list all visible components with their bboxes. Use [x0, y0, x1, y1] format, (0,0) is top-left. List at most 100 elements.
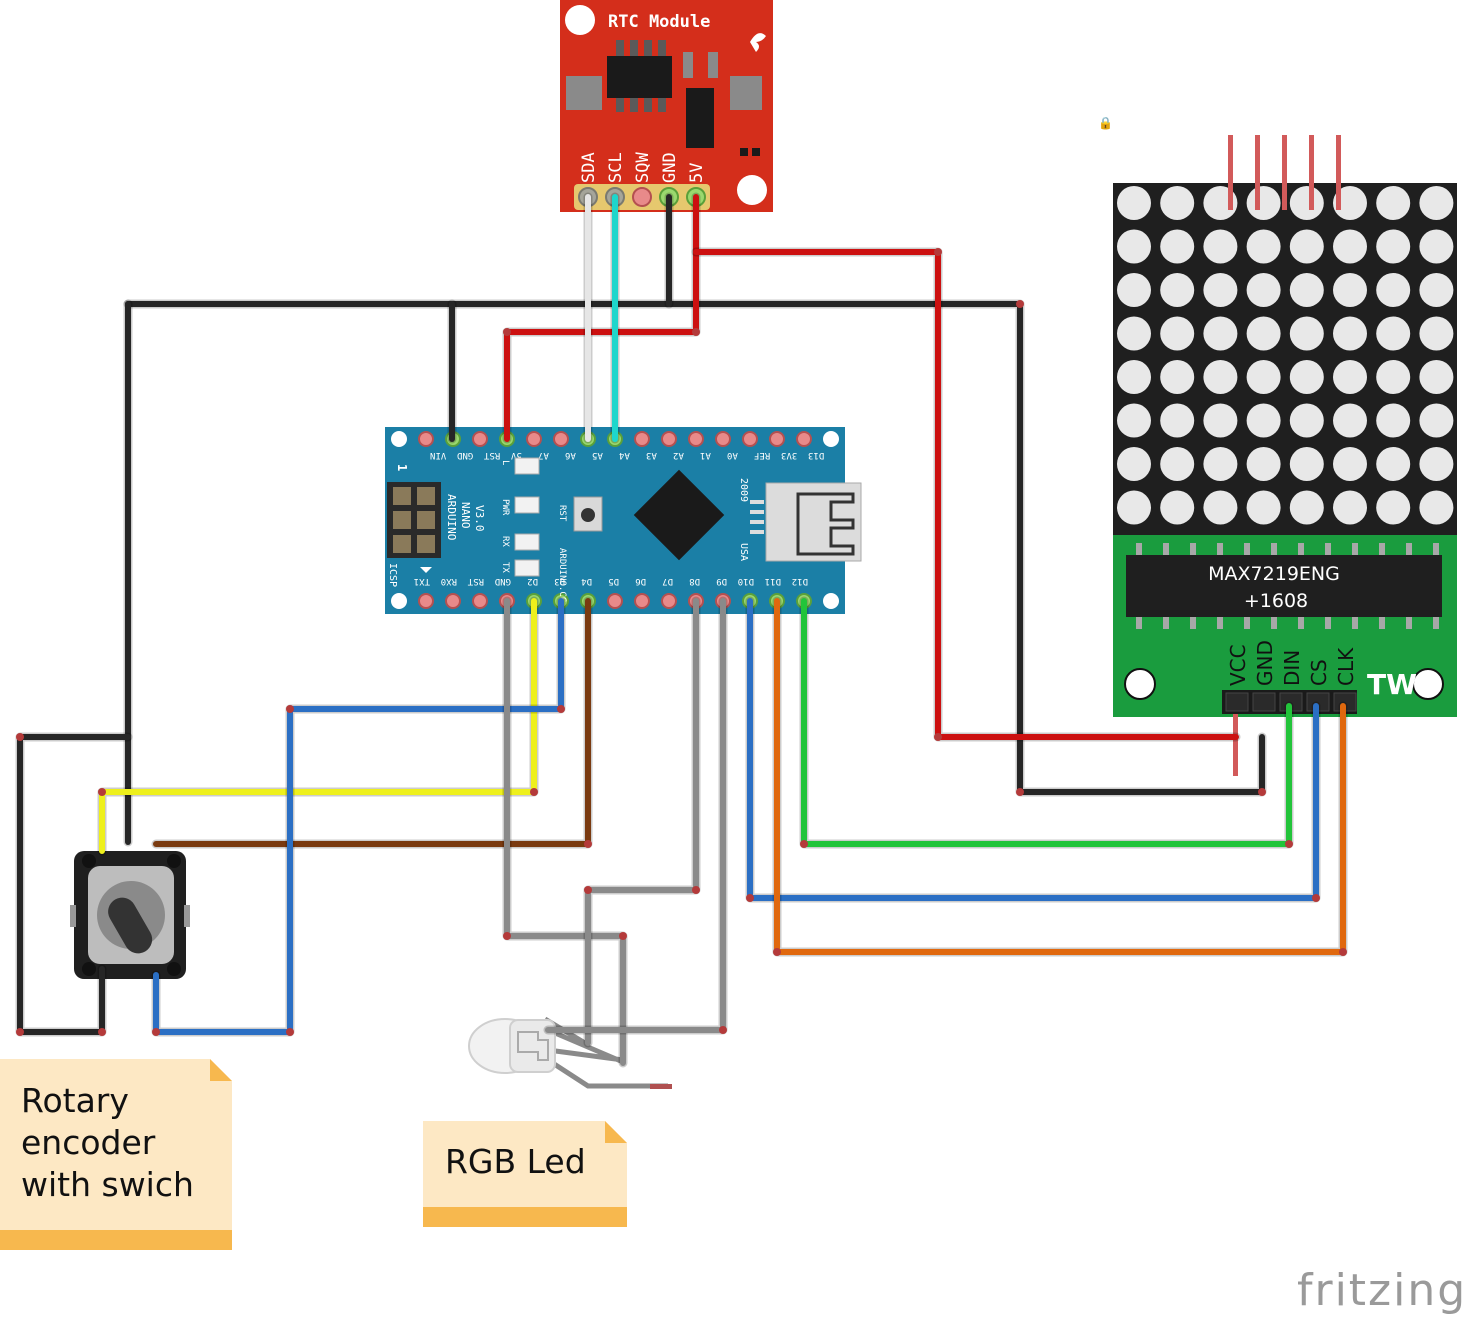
wire-bendpoint [286, 705, 294, 713]
matrix-dot [1333, 316, 1367, 351]
matrix-dot [1376, 186, 1411, 220]
wire [153, 598, 591, 847]
note-led: RGB Led [423, 1121, 627, 1227]
wire-bendpoint [584, 840, 592, 848]
matrix-dot [1117, 229, 1151, 264]
nano-bottom-pin-label: D5 [608, 576, 619, 586]
wire-bendpoint [16, 733, 24, 741]
rtc-pin-label-sqw: SQW [633, 152, 653, 183]
matrix-dot [1203, 360, 1238, 394]
rtc-pin-label-gnd: GND [660, 152, 680, 183]
matrix-dot [1289, 229, 1324, 264]
wire-bendpoint [934, 733, 942, 741]
matrix-dot [1376, 229, 1411, 264]
wire [747, 598, 1319, 901]
rtc-pin-label-sda: SDA [579, 152, 599, 183]
nano-led-label: RX [500, 536, 510, 547]
nano-bottom-pin-label: D6 [635, 576, 646, 586]
note-encoder: Rotary encoder with swich [0, 1059, 232, 1250]
wire-bendpoint [1285, 840, 1293, 848]
nano-top-pin-label: REF [754, 450, 770, 460]
matrix-pin-label-gnd: GND [1253, 640, 1277, 686]
nano-top-pin-label: A6 [565, 450, 576, 460]
matrix-dot [1117, 273, 1151, 307]
max7219-label: MAX7219ENG [1208, 563, 1340, 585]
nano-bottom-pin-label: D2 [527, 576, 538, 586]
matrix-dot [1289, 447, 1324, 481]
nano-top-pin-label: A3 [646, 450, 657, 460]
matrix-dot [1117, 360, 1151, 394]
wire [504, 598, 626, 1066]
matrix-dot [1333, 490, 1367, 525]
matrix-dot [1246, 447, 1281, 481]
matrix-dot [1376, 360, 1411, 394]
matrix-dot [1419, 273, 1454, 307]
wire [801, 598, 1292, 847]
wire-bendpoint [1016, 300, 1024, 308]
nano-top-pin [634, 431, 650, 447]
wire [153, 598, 564, 1035]
year-label: 2009 [738, 478, 749, 502]
matrix-mount-hole-right [1412, 668, 1444, 700]
wires [15, 192, 1348, 1068]
nano-top-pin-label: A1 [700, 450, 711, 460]
rtc-mount-hole-bottom [737, 175, 767, 205]
nano-bottom-pin [418, 593, 434, 609]
nano-bottom-pin [472, 593, 488, 609]
matrix-pin-label-cs: CS [1307, 659, 1331, 686]
nano-top-pin-label: 3V3 [781, 450, 797, 460]
matrix-dot [1160, 490, 1195, 525]
nano-led [514, 496, 540, 514]
matrix-dot [1203, 490, 1238, 525]
nano-top-pin [688, 431, 704, 447]
wire-bendpoint [503, 932, 511, 940]
matrix-dot [1376, 273, 1411, 307]
matrix-dot [1333, 360, 1367, 394]
nano-bottom-pin-label: D9 [716, 576, 727, 586]
nano-top-pin [742, 431, 758, 447]
matrix-dot [1333, 273, 1367, 307]
matrix-mount-hole-left [1124, 668, 1156, 700]
matrix-dot [1376, 490, 1411, 525]
usb-mini-connector [750, 482, 862, 562]
nano-bottom-pin-label: D8 [689, 576, 700, 586]
nano-bottom-pin [445, 593, 461, 609]
matrix-pin-label-vcc: VCC [1226, 644, 1250, 686]
sparkfun-flame-icon [750, 33, 766, 52]
matrix-dot [1289, 490, 1324, 525]
nano-top-pin-label: VIN [430, 450, 446, 460]
wire [99, 598, 537, 854]
matrix-dot [1117, 490, 1151, 525]
icsp-label: ICSP [387, 563, 398, 587]
matrix-dot [1419, 490, 1454, 525]
matrix-dot [1333, 186, 1367, 220]
matrix-dot [1117, 186, 1151, 220]
reset-button-cap [581, 508, 595, 522]
nano-name-2: NANO [459, 502, 472, 529]
site-label: ARDUINO.CC [557, 548, 567, 602]
matrix-dot [1419, 403, 1454, 438]
nano-top-pin-label: A5 [592, 450, 603, 460]
nano-name-3: V3.0 [473, 505, 486, 532]
wire-bendpoint [1312, 894, 1320, 902]
matrix-dot [1117, 316, 1151, 351]
nano-top-pin-label: RST [483, 450, 500, 460]
matrix-dot [1246, 316, 1281, 351]
icsp-arrow-icon [420, 567, 432, 573]
nano-led [514, 559, 540, 577]
nano-top-pin [769, 431, 785, 447]
matrix-dot [1246, 273, 1281, 307]
matrix-dot [1419, 447, 1454, 481]
note-encoder-line-1: Rotary [21, 1081, 129, 1120]
icsp-pin1-label: 1 [395, 464, 409, 471]
rtc-pin-label-5v: 5V [687, 163, 707, 183]
wire-bendpoint [619, 932, 627, 940]
matrix-dot [1376, 447, 1411, 481]
nano-top-pin-label: 5V [510, 450, 521, 460]
nano-bottom-pin-label: TX1 [414, 576, 430, 586]
matrix-dot [1160, 229, 1195, 264]
nano-top-pin-label: A0 [727, 450, 738, 460]
